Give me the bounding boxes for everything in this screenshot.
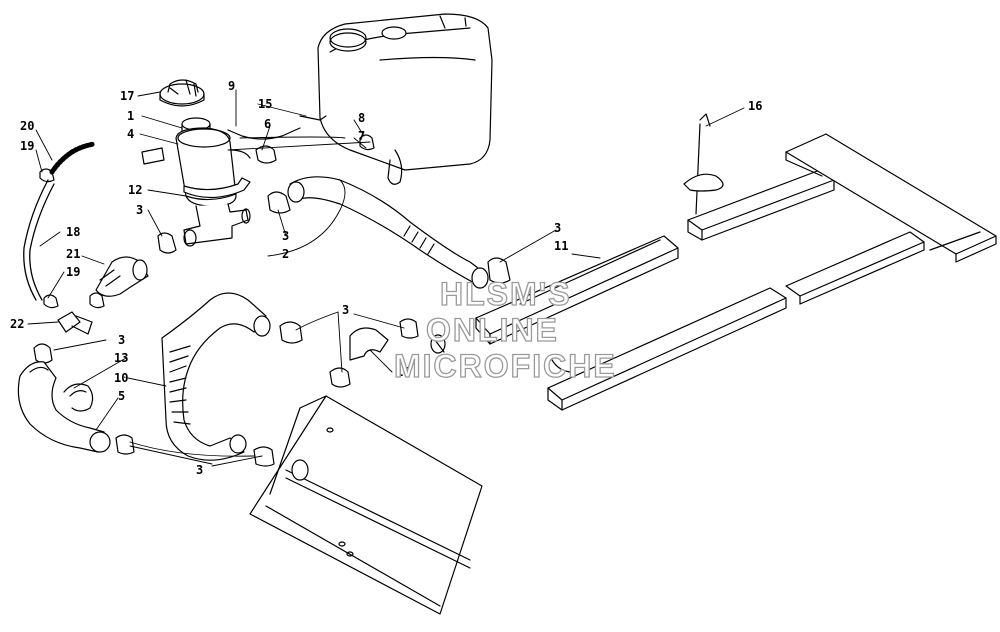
connector-22 (57, 311, 81, 333)
watermark-line-1: HLSM'S (439, 276, 572, 312)
heat-exchanger (249, 395, 483, 615)
lower-left-hose (17, 361, 111, 453)
watermark-line-2: ONLINE (425, 312, 559, 348)
callout-11: 11 (554, 239, 569, 253)
callout-20: 20 (20, 119, 35, 133)
callout-3-d: 3 (282, 229, 290, 243)
callout-4: 4 (127, 127, 135, 141)
callout-3-c: 3 (196, 463, 204, 477)
elbow-hose (95, 256, 149, 297)
bottle-strap (183, 177, 251, 199)
callout-9: 9 (228, 79, 236, 93)
vent-tube (227, 127, 301, 140)
callout-7: 7 (358, 129, 366, 143)
callout-16: 16 (748, 99, 763, 113)
callout-12: 12 (128, 183, 143, 197)
callout-2: 2 (282, 247, 290, 261)
spring-coil (49, 141, 97, 175)
callout-10: 10 (114, 371, 129, 385)
hose-clamps (33, 134, 511, 467)
callout-14: 14 (396, 365, 411, 379)
upper-hose (287, 176, 489, 289)
screw-15 (299, 115, 327, 121)
cooling-rail-upper (475, 235, 679, 345)
callout-19-b: 19 (66, 265, 81, 279)
callout-1: 1 (127, 109, 135, 123)
small-elbow (349, 327, 446, 361)
overflow-hose (23, 179, 55, 301)
band-clamp (63, 383, 94, 412)
corrugated-hose (161, 292, 271, 461)
watermark-line-3: MICROFICHE (393, 348, 617, 384)
overflow-bottle (175, 117, 251, 207)
connector-22b (71, 315, 93, 335)
callout-21: 21 (66, 247, 81, 261)
callout-3-a: 3 (136, 203, 144, 217)
callout-3-b: 3 (118, 333, 126, 347)
callout-22: 22 (10, 317, 25, 331)
callout-13: 13 (114, 351, 129, 365)
rear-frame (683, 113, 997, 263)
reservoir-tank (317, 13, 493, 185)
callout-6: 6 (264, 117, 272, 131)
cooling-rail-mid (785, 231, 925, 305)
leader-lines (27, 89, 745, 467)
callout-17: 17 (120, 89, 135, 103)
tee-fitting (183, 203, 251, 247)
cooling-rail-lower (547, 287, 787, 411)
callout-3-f: 3 (554, 221, 562, 235)
callout-19-a: 19 (20, 139, 35, 153)
callout-5: 5 (118, 389, 126, 403)
callout-3-e: 3 (342, 303, 350, 317)
label-pad (141, 147, 165, 165)
callout-8: 8 (358, 111, 366, 125)
radiator-cap (159, 79, 205, 107)
callout-18: 18 (66, 225, 81, 239)
callout-15: 15 (258, 97, 273, 111)
